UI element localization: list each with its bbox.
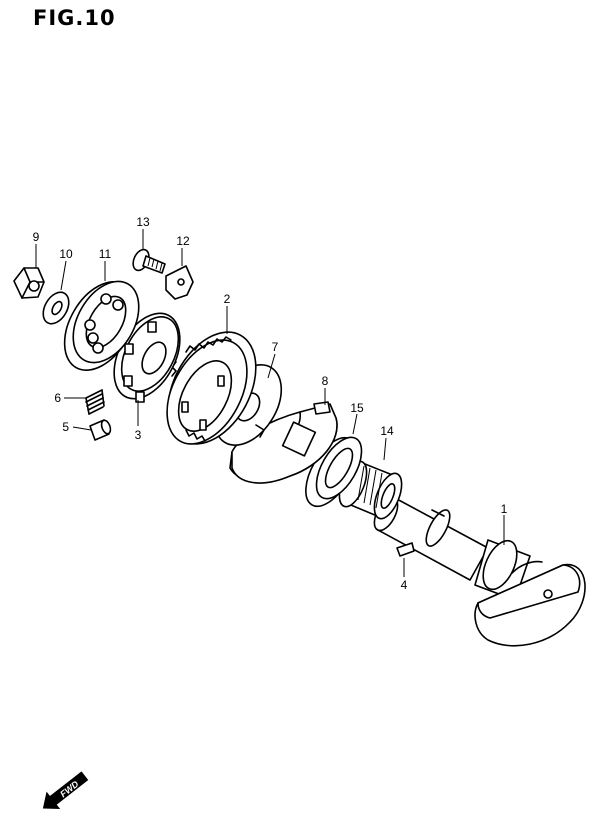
callout-6: 6 (54, 391, 61, 405)
callout-3: 3 (135, 428, 142, 442)
callout-labels: 1 2 3 4 5 6 7 8 9 10 11 12 13 14 15 (33, 215, 508, 592)
leader-lines (35, 229, 505, 577)
callout-8: 8 (322, 374, 329, 388)
part-11-ball-bearing (63, 280, 140, 371)
part-8-counterweight (229, 401, 338, 484)
part-1-crankshaft (373, 496, 586, 647)
callout-10: 10 (59, 247, 73, 261)
callout-15: 15 (350, 401, 364, 415)
part-9-nut (13, 267, 45, 299)
part-5-roller (89, 419, 112, 441)
part-12-retainer (165, 265, 194, 300)
callout-1: 1 (501, 502, 508, 516)
fwd-direction-badge: FWD (42, 771, 89, 810)
callout-11: 11 (99, 247, 112, 261)
callout-12: 12 (176, 234, 190, 248)
part-14-needle-bearing (338, 460, 403, 520)
part-2-clutch-gear (166, 331, 257, 445)
part-10-washer (42, 291, 70, 325)
part-6-spring (85, 389, 105, 415)
fwd-arrow-icon: FWD (42, 771, 89, 810)
part-13-bolt (132, 248, 166, 274)
callout-2: 2 (224, 292, 231, 306)
callout-14: 14 (380, 424, 394, 438)
callout-5: 5 (62, 420, 69, 434)
part-4-key (396, 542, 415, 557)
callout-13: 13 (136, 215, 150, 229)
figure-title: FIG.10 (33, 6, 116, 30)
callout-7: 7 (272, 340, 279, 354)
callout-4: 4 (401, 578, 408, 592)
callout-9: 9 (33, 230, 40, 244)
